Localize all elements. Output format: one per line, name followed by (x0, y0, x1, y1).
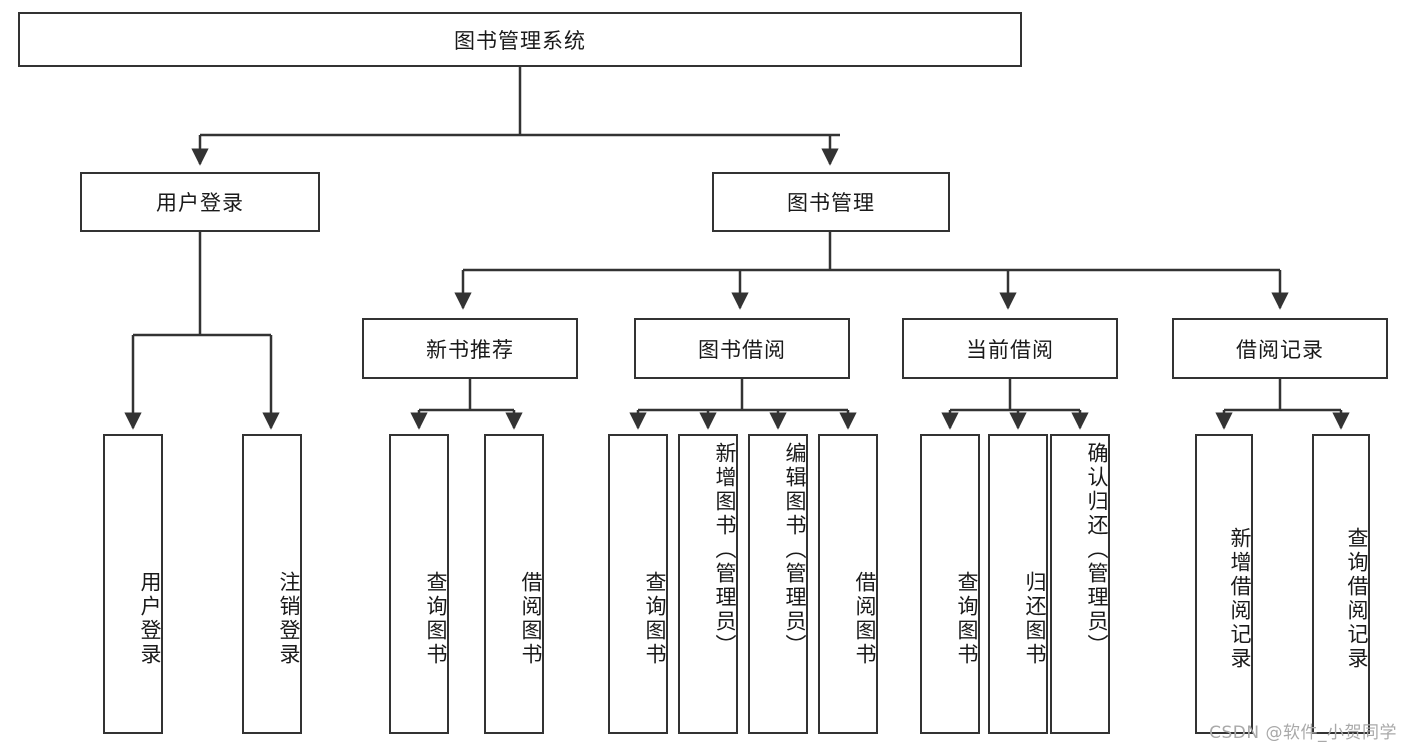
leaf-borrow-borrow-book[interactable]: 借阅图书 (818, 434, 878, 734)
leaf-recommend-query-book[interactable]: 查询图书 (389, 434, 449, 734)
node-label: 借阅记录 (1236, 337, 1324, 362)
node-label: 用户登录 (138, 571, 162, 667)
node-label: 借阅图书 (519, 571, 543, 667)
leaf-recommend-borrow-book[interactable]: 借阅图书 (484, 434, 544, 734)
node-book-management[interactable]: 图书管理 (712, 172, 950, 232)
node-book-borrow[interactable]: 图书借阅 (634, 318, 850, 379)
node-current-borrow[interactable]: 当前借阅 (902, 318, 1118, 379)
leaf-borrow-add-book-admin[interactable]: 新增图书（管理员） (678, 434, 738, 734)
leaf-current-query-book[interactable]: 查询图书 (920, 434, 980, 734)
leaf-borrow-query-book[interactable]: 查询图书 (608, 434, 668, 734)
csdn-watermark: CSDN @软件_小贺同学 (1209, 723, 1397, 743)
node-new-book-recommend[interactable]: 新书推荐 (362, 318, 578, 379)
leaf-user-login-logout[interactable]: 注销登录 (242, 434, 302, 734)
node-borrow-record[interactable]: 借阅记录 (1172, 318, 1388, 379)
node-label: 查询图书 (955, 571, 979, 667)
node-label: 当前借阅 (966, 337, 1054, 362)
node-label: 图书管理系统 (454, 28, 586, 53)
node-label: 新书推荐 (426, 337, 514, 362)
node-label: 用户登录 (156, 191, 244, 215)
node-label: 新增图书（管理员） (713, 442, 737, 658)
node-label: 借阅图书 (853, 571, 877, 667)
leaf-current-return-book[interactable]: 归还图书 (988, 434, 1048, 734)
node-label: 确认归还（管理员） (1085, 442, 1109, 658)
leaf-user-login-login[interactable]: 用户登录 (103, 434, 163, 734)
node-label: 图书管理 (787, 191, 875, 215)
node-label: 注销登录 (277, 571, 301, 667)
node-label: 归还图书 (1023, 571, 1047, 667)
node-user-login[interactable]: 用户登录 (80, 172, 320, 232)
node-root-system[interactable]: 图书管理系统 (18, 12, 1022, 67)
leaf-borrow-edit-book-admin[interactable]: 编辑图书（管理员） (748, 434, 808, 734)
node-label: 编辑图书（管理员） (783, 442, 807, 658)
node-label: 图书借阅 (698, 337, 786, 362)
node-label: 新增借阅记录 (1228, 527, 1252, 671)
leaf-record-query-record[interactable]: 查询借阅记录 (1312, 434, 1370, 734)
node-label: 查询图书 (424, 571, 448, 667)
node-label: 查询图书 (643, 571, 667, 667)
leaf-record-add-record[interactable]: 新增借阅记录 (1195, 434, 1253, 734)
leaf-current-confirm-return-admin[interactable]: 确认归还（管理员） (1050, 434, 1110, 734)
node-label: 查询借阅记录 (1345, 527, 1369, 671)
